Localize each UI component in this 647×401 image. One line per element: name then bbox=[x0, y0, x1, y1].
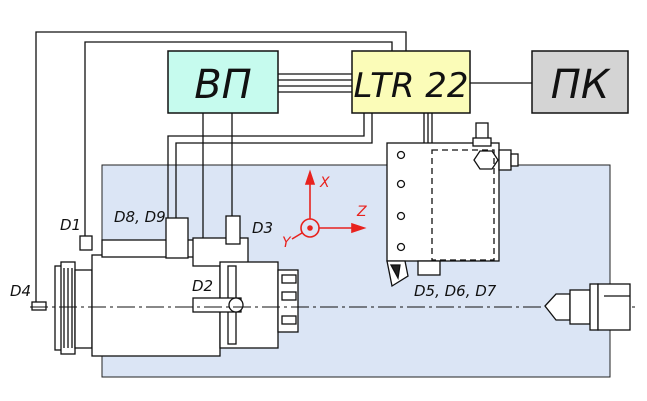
sensor-d3 bbox=[225, 215, 241, 245]
ltr-block-label: LTR 22 bbox=[353, 66, 468, 106]
label-d1: D1 bbox=[60, 216, 81, 234]
sensor-d1 bbox=[79, 235, 93, 251]
pk-block: ПК bbox=[531, 50, 629, 114]
sensor-d4 bbox=[31, 301, 47, 311]
label-d4: D4 bbox=[10, 282, 31, 300]
pk-block-label: ПК bbox=[551, 62, 611, 108]
vp-block: ВП bbox=[167, 50, 279, 114]
coordinate-axes bbox=[291, 169, 367, 240]
axis-x-label: X bbox=[319, 175, 330, 191]
vp-block-label: ВП bbox=[194, 62, 252, 108]
spindle-assembly bbox=[54, 237, 299, 357]
signal-wires bbox=[35, 31, 532, 302]
label-d2: D2 bbox=[192, 277, 213, 295]
axis-z-label: Z bbox=[356, 204, 367, 220]
tailstock bbox=[544, 283, 631, 331]
label-d8-d9: D8, D9 bbox=[114, 208, 166, 226]
sensor-d8-d9 bbox=[165, 217, 189, 259]
tool-holder bbox=[386, 122, 519, 288]
label-d3: D3 bbox=[252, 219, 273, 237]
axis-y-label: Y bbox=[282, 235, 292, 251]
label-d5-d6-d7: D5, D6, D7 bbox=[414, 282, 497, 300]
ltr-block: LTR 22 bbox=[351, 50, 471, 114]
